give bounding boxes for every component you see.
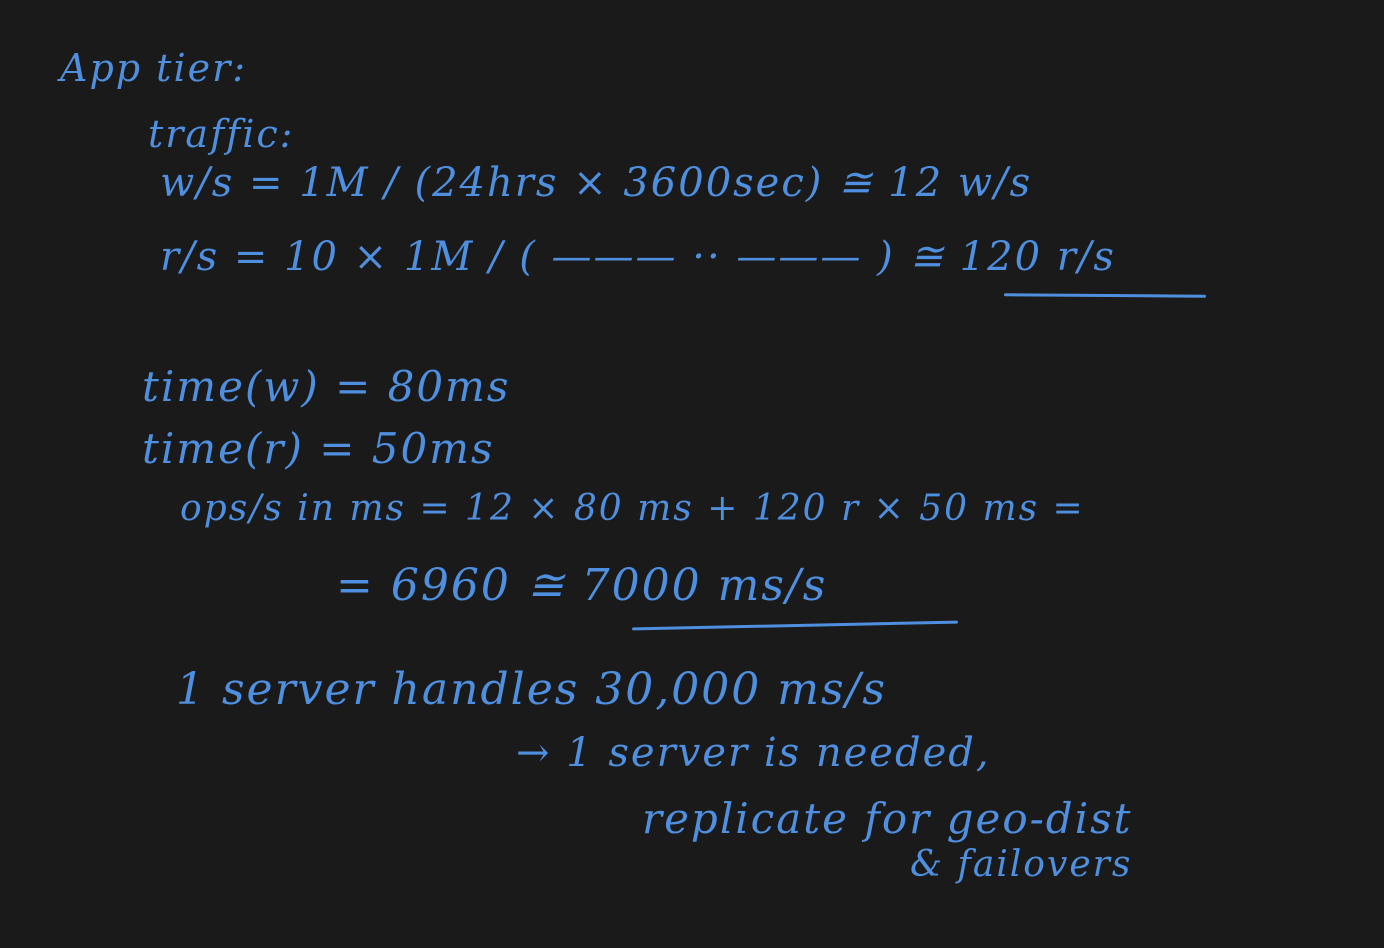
server-capacity-line: 1 server handles 30,000 ms/s bbox=[176, 664, 887, 715]
writes-per-second-line: w/s = 1M / (24hrs × 3600sec) ≅ 12 w/s bbox=[160, 160, 1033, 206]
ops-result-line: = 6960 ≅ 7000 ms/s bbox=[336, 560, 828, 611]
subheading-traffic: traffic: bbox=[148, 112, 295, 156]
failovers-line: & failovers bbox=[910, 844, 1133, 885]
heading-app-tier: App tier: bbox=[60, 46, 248, 90]
reads-per-second-line: r/s = 10 × 1M / ( ——— ·· ——— ) ≅ 120 r/s bbox=[160, 234, 1116, 280]
reads-result-underline bbox=[1003, 293, 1207, 298]
read-time-line: time(r) = 50ms bbox=[142, 424, 495, 473]
write-time-line: time(w) = 80ms bbox=[142, 362, 511, 411]
conclusion-line: → 1 server is needed, bbox=[516, 730, 991, 776]
replicate-line: replicate for geo-dist bbox=[642, 794, 1133, 843]
ops-per-second-line: ops/s in ms = 12 × 80 ms + 120 r × 50 ms… bbox=[180, 488, 1085, 529]
ops-result-underline bbox=[632, 620, 958, 631]
